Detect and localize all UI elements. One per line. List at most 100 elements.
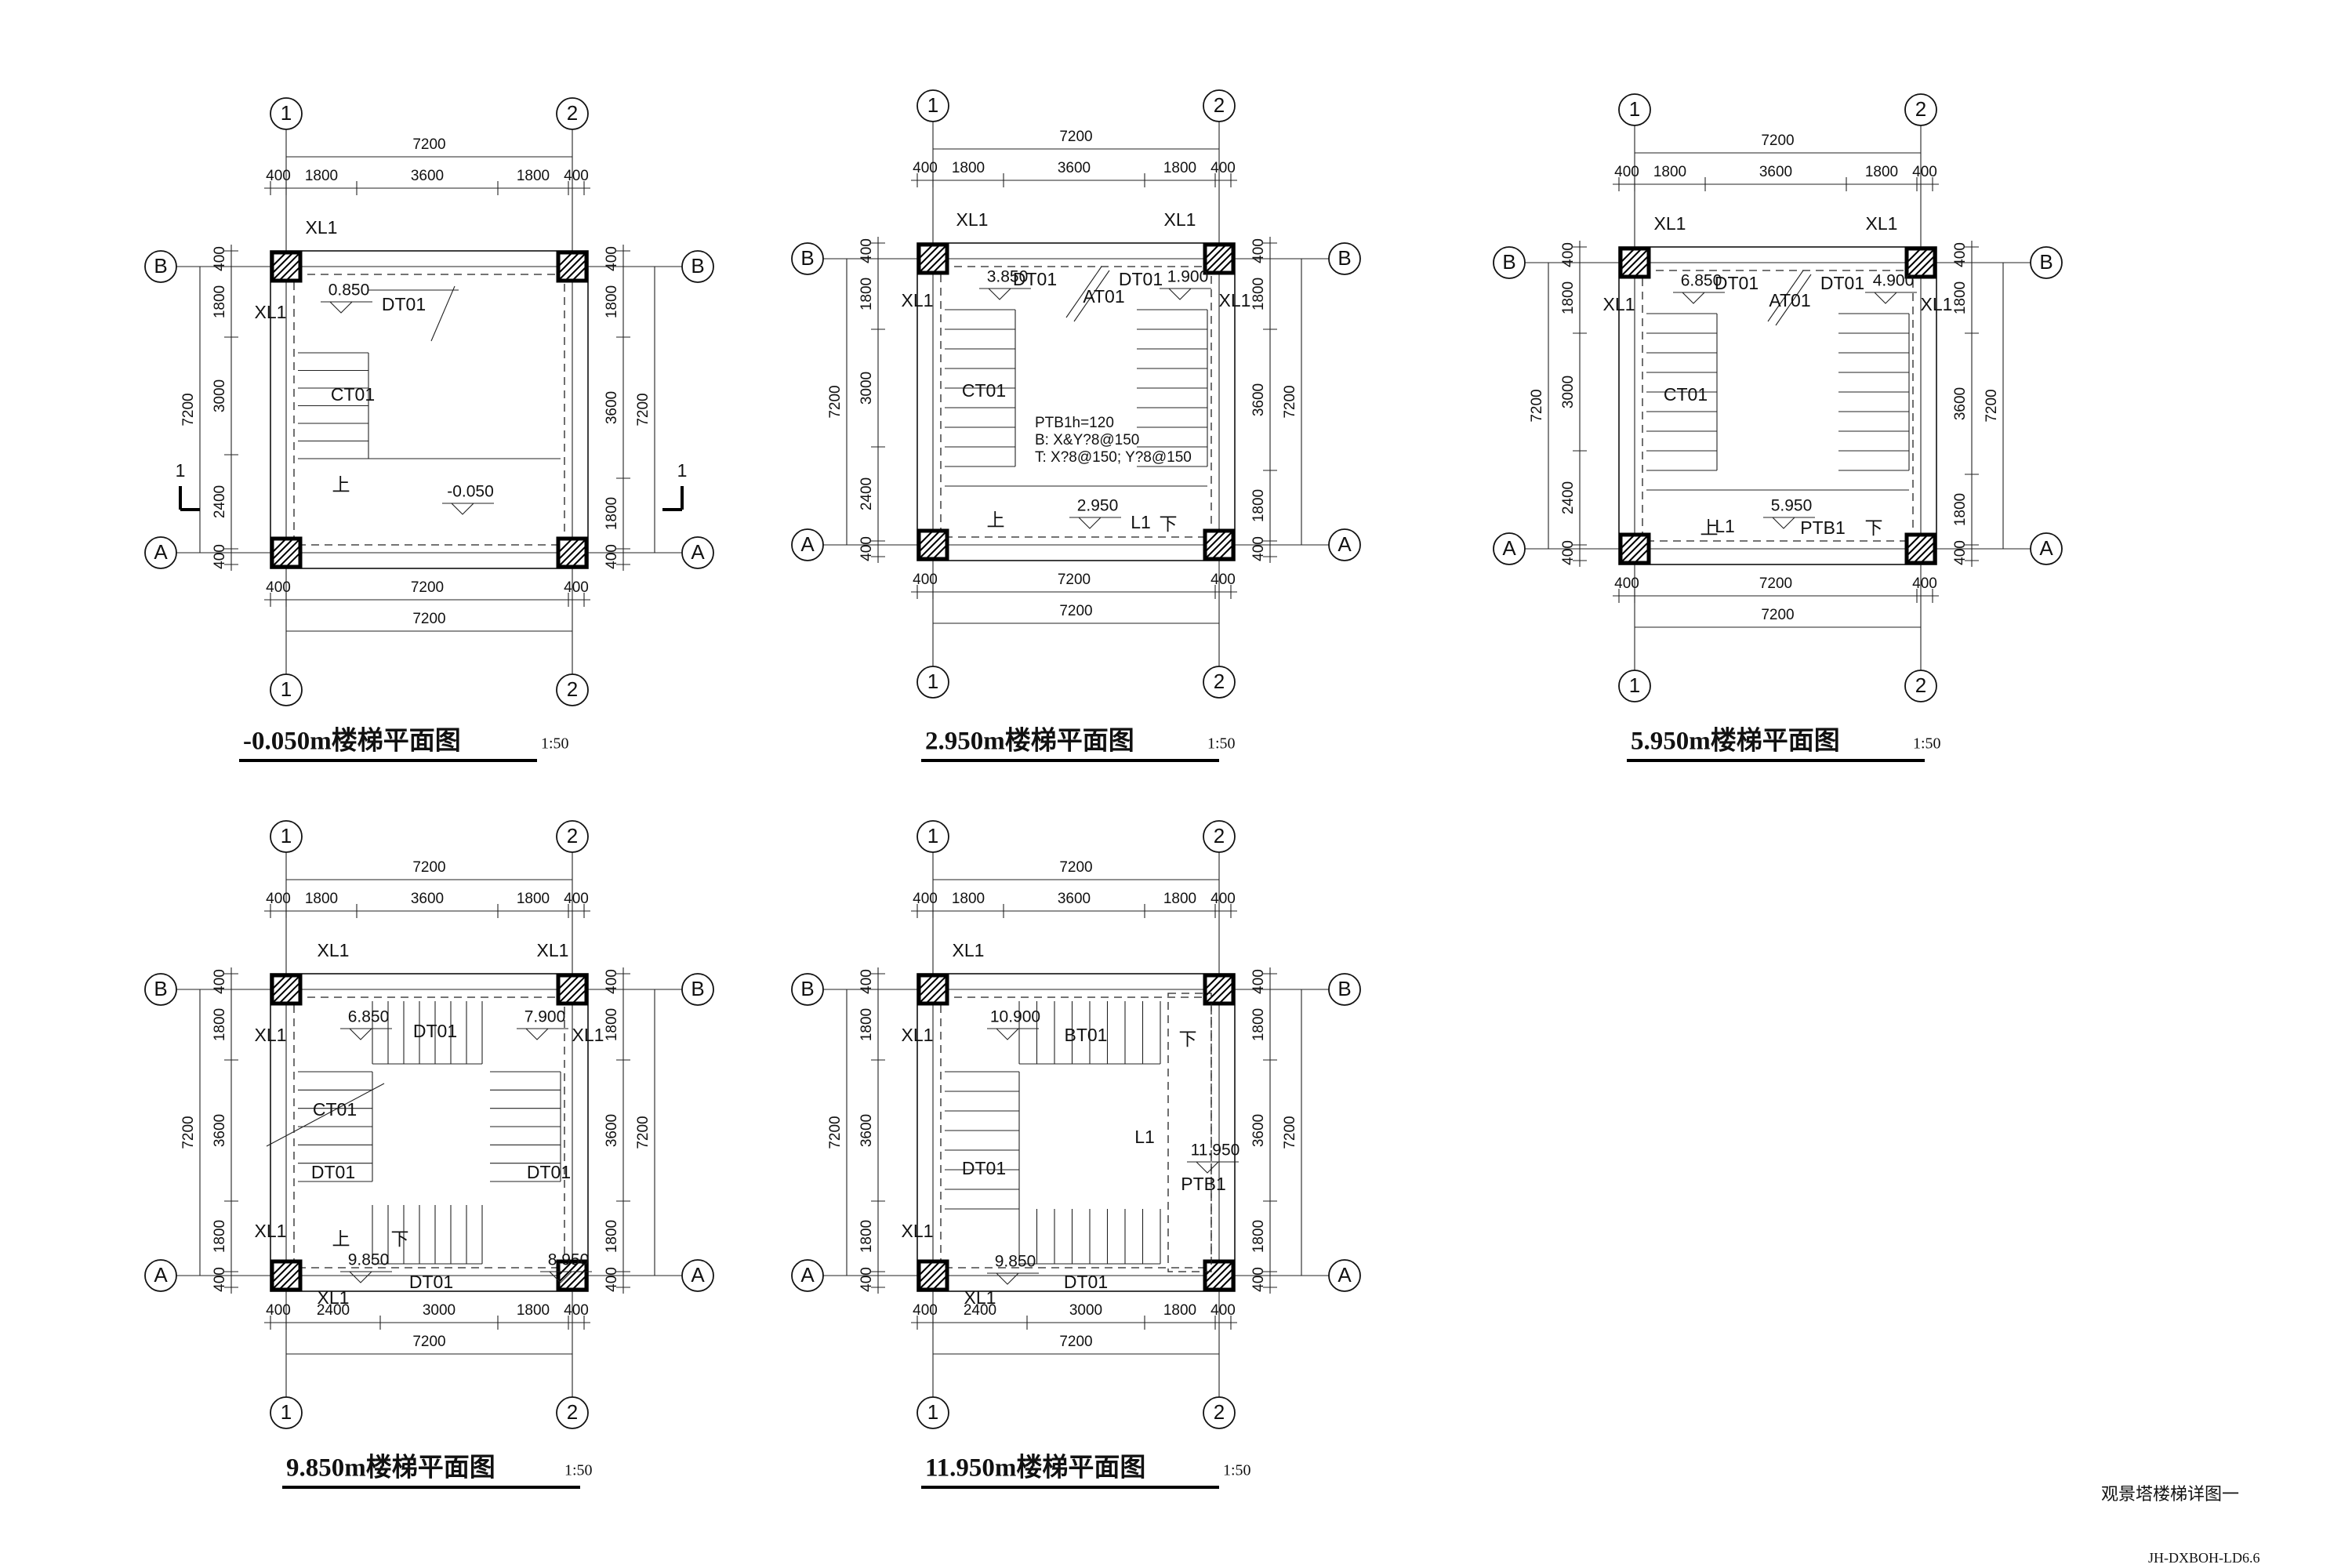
axis-b-left-label: B: [154, 977, 167, 1000]
axis-a-right-label: A: [691, 540, 705, 564]
column-hatch: [1906, 248, 1936, 278]
dim-bottom-value-2: 3000: [1069, 1302, 1102, 1319]
elevation-1: 11.950: [1191, 1142, 1240, 1160]
column-hatch: [285, 552, 301, 568]
axis-2-bottom-bubble: [1904, 670, 1937, 702]
column-hatch: [1204, 530, 1227, 553]
column-hatch: [1920, 548, 1936, 564]
column-hatch: [285, 266, 301, 281]
break-line: [1775, 274, 1812, 326]
column-hatch: [1218, 989, 1234, 1004]
dim-right-value-3: 1800: [1250, 1220, 1267, 1253]
dim-bottom-total: 7200: [412, 1334, 445, 1350]
plan-title: 2.950m楼梯平面图: [925, 727, 1134, 756]
member-label-4: XL1: [255, 1221, 287, 1241]
dim-right-total: 7200: [635, 393, 652, 426]
axis-1-bottom-label: 1: [927, 1400, 938, 1424]
axis-a-left-bubble: [791, 1259, 824, 1292]
dim-bottom-value-4: 400: [1210, 1302, 1236, 1319]
dim-right-value-0: 400: [604, 969, 620, 994]
beam-outline: [916, 242, 1236, 561]
column-hatch: [271, 538, 294, 561]
dim-right-value-0: 400: [1250, 238, 1267, 263]
axis-a-right-label: A: [2039, 536, 2053, 560]
column-b1: [1618, 246, 1651, 279]
column-a1: [270, 536, 303, 569]
column-hatch: [1913, 541, 1936, 564]
dim-top-value-3: 1800: [1163, 160, 1196, 176]
column-hatch: [1620, 248, 1635, 263]
member-label-10: CT01: [313, 1099, 357, 1120]
elevation-2: 9.850: [995, 1253, 1036, 1271]
beam-outline: [916, 973, 1236, 1292]
column-hatch: [918, 975, 934, 990]
column-hatch: [271, 975, 287, 990]
column-hatch: [918, 530, 948, 560]
stair-flight-left: [945, 309, 1016, 467]
dim-right-value-0: 400: [1250, 969, 1267, 994]
dim-top-value-1: 1800: [952, 160, 985, 176]
plan-scale: 1:50: [1913, 735, 1941, 753]
column-a1: [916, 528, 949, 561]
dim-top-value-4: 400: [564, 891, 589, 907]
dim-top-total: 7200: [1059, 859, 1092, 876]
plan-title: 9.850m楼梯平面图: [286, 1454, 495, 1483]
dim-left-total: 7200: [1529, 389, 1545, 422]
column-hatch: [271, 1261, 294, 1283]
axis-2-bottom-label: 2: [1915, 673, 1926, 697]
axis-1-bottom-label: 1: [1629, 673, 1640, 697]
column-hatch: [271, 252, 287, 267]
dim-right-total: 7200: [1282, 385, 1298, 418]
dim-right-value-1: 1800: [604, 285, 620, 318]
member-label-7: L1: [1131, 512, 1151, 532]
axis-1-bottom-bubble: [270, 1396, 303, 1429]
column-hatch: [932, 258, 948, 274]
member-label-9: 上: [1700, 517, 1719, 538]
axis-1-top-bubble: [270, 820, 303, 853]
member-label-1: XL1: [537, 940, 569, 960]
axis-b-right-label: B: [691, 254, 704, 278]
axis-a-left-bubble: [1493, 532, 1526, 565]
dim-left-value-0: 400: [212, 969, 228, 994]
column-hatch: [918, 244, 934, 260]
column-hatch: [557, 975, 573, 990]
column-hatch: [271, 1261, 301, 1290]
dim-top-value-0: 400: [913, 160, 938, 176]
column-hatch: [1620, 248, 1650, 278]
dim-bottom-total: 7200: [1059, 603, 1092, 619]
column-hatch: [572, 989, 587, 1004]
column-hatch: [1204, 975, 1234, 1004]
dim-right-value-3: 1800: [604, 1220, 620, 1253]
column-hatch: [1211, 537, 1234, 560]
elevation-0: 0.850: [328, 281, 370, 299]
column-hatch: [1204, 244, 1227, 267]
dim-left-value-3: 2400: [858, 477, 875, 510]
dim-right-value-3: 1800: [604, 497, 620, 530]
axis-a-right-bubble: [681, 1259, 714, 1292]
elevation-0-symbol: [987, 288, 1012, 300]
dim-top-value-3: 1800: [1163, 891, 1196, 907]
column-hatch: [572, 1275, 587, 1290]
member-label-4: BT01: [1065, 1025, 1108, 1045]
dim-bottom-total: 7200: [1059, 1334, 1092, 1350]
dim-left-value-0: 400: [1560, 242, 1577, 267]
dim-right-value-2: 3600: [604, 1114, 620, 1147]
column-hatch: [932, 989, 948, 1004]
axis-b-left-label: B: [1502, 250, 1515, 274]
elevation-0: 6.850: [348, 1008, 390, 1026]
dim-left-value-2: 3600: [858, 1114, 875, 1147]
dim-left-value-0: 400: [858, 969, 875, 994]
column-b2: [1203, 242, 1236, 275]
dim-bottom-value-0: 400: [266, 1302, 291, 1319]
dim-bottom-value-0: 400: [1614, 575, 1639, 592]
dim-left-value-0: 400: [212, 246, 228, 271]
dim-top-total: 7200: [1761, 132, 1794, 149]
dim-right-total: 7200: [1984, 389, 2000, 422]
member-label-1: XL1: [1866, 213, 1898, 234]
dim-top-value-1: 1800: [952, 891, 985, 907]
dim-right-value-0: 400: [604, 246, 620, 271]
drawing-title: 观景塔楼梯详图一: [2101, 1484, 2239, 1504]
column-hatch: [557, 538, 580, 561]
dim-left-total: 7200: [180, 393, 197, 426]
column-hatch: [925, 1268, 948, 1290]
